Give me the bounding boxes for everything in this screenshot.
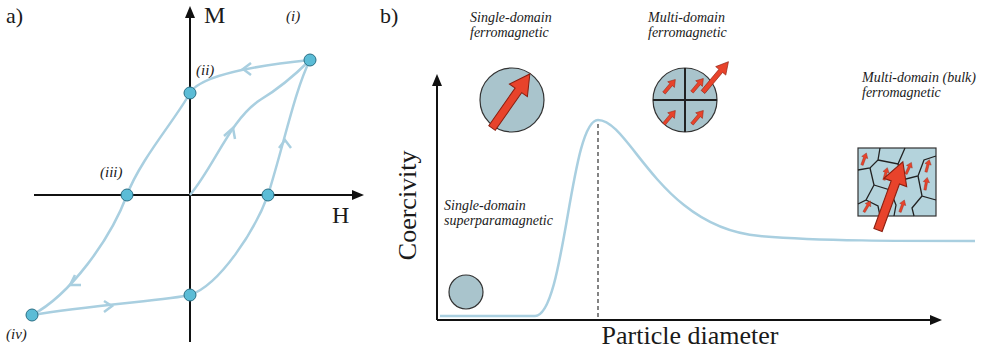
axis-arrowhead	[185, 6, 195, 18]
regime-label: Multi-domain (bulk) ferromagnetic	[862, 70, 1002, 101]
axis-title: Coercivity	[394, 150, 423, 260]
axis-arrowhead	[352, 190, 364, 200]
critical-diameter-line	[597, 124, 598, 318]
domain-wall	[918, 176, 936, 200]
regime-label: Single-domain ferromagnetic	[470, 10, 580, 41]
domain-wall	[912, 196, 922, 216]
axis-label: M	[204, 2, 225, 28]
axis-arrowhead	[930, 315, 942, 325]
lower-branch	[32, 60, 310, 315]
axes-a	[34, 16, 354, 342]
moment-arrow	[867, 158, 915, 234]
direction-chevron	[279, 140, 291, 148]
domain-arrow	[661, 77, 679, 96]
domain-arrow	[897, 199, 907, 213]
coercivity-curve	[440, 120, 975, 316]
domain-walls	[653, 68, 717, 132]
loop-points	[26, 54, 316, 321]
domain-arrow	[922, 177, 931, 191]
axis-arrowhead	[432, 74, 442, 86]
axis-label: H	[332, 202, 349, 228]
domain-arrow	[689, 108, 707, 127]
moment-arrow	[698, 57, 734, 96]
panel-letter: b)	[380, 4, 398, 28]
initial-curve	[190, 60, 310, 195]
h-axis	[34, 194, 354, 196]
panel-letter: a)	[6, 4, 23, 28]
domain-arrow	[861, 199, 873, 213]
multi-domain-particle	[653, 68, 717, 132]
upper-branch	[32, 60, 310, 315]
domain-arrow	[661, 108, 679, 127]
point-label: (i)	[286, 8, 300, 25]
domain-wall	[858, 168, 874, 204]
direction-chevron	[104, 301, 112, 312]
domain-wall	[653, 99, 717, 101]
moment-arrow	[483, 68, 539, 135]
loop-point	[184, 87, 196, 99]
hysteresis-loop	[32, 60, 310, 315]
domain-arrow	[859, 152, 869, 166]
loop-point	[121, 189, 133, 201]
point-label: (ii)	[196, 62, 214, 79]
direction-chevron	[224, 128, 235, 139]
point-label: (iv)	[6, 326, 27, 343]
regime-label: Single-domain superparamagnetic	[444, 198, 556, 229]
loop-point	[184, 289, 196, 301]
loop-point	[26, 309, 38, 321]
loop-point	[304, 54, 316, 66]
domain-wall	[878, 148, 905, 164]
coercivity-axis	[436, 84, 438, 320]
regime-label: Multi-domain ferromagnetic	[648, 10, 758, 41]
loop-point	[262, 189, 274, 201]
point-label: (iii)	[100, 164, 123, 181]
direction-chevron	[70, 275, 81, 285]
direction-chevron	[243, 63, 251, 75]
domain-wall	[858, 148, 880, 170]
axis-title: Particle diameter	[602, 322, 779, 351]
diameter-axis	[437, 319, 932, 321]
superparamagnetic-particle	[449, 275, 483, 309]
domain-wall	[902, 156, 936, 180]
domain-arrow	[923, 159, 932, 173]
